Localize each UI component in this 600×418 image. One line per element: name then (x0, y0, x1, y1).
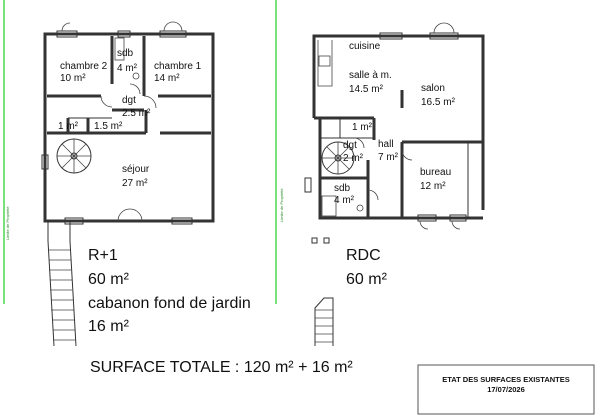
rdc-door-swing (433, 22, 445, 34)
rdc-door-swing (419, 220, 429, 230)
r1-window (117, 30, 131, 38)
r1-washbasin (132, 72, 140, 80)
boundary-label-left: Limite de Propriété (5, 206, 10, 240)
cartouche-title: ETAT DES SURFACES EXISTANTES (442, 375, 570, 384)
cartouche-date: 17/07/2026 (487, 385, 525, 394)
room-area-chambre-2: 10 m² (60, 73, 86, 84)
rdc-external-mark (311, 237, 318, 244)
r1-external-staircase (47, 221, 77, 347)
rdc-door-swing (451, 220, 461, 230)
room-label-sdb: sdb (117, 48, 134, 59)
r1-door-swing (172, 21, 183, 32)
rdc-sink (318, 55, 331, 67)
r1-door-swing (61, 22, 71, 32)
rdc-window (379, 32, 403, 40)
rdc-shower (321, 195, 337, 217)
r1-stair-step (73, 143, 87, 157)
rdc-outer-wall (312, 34, 485, 210)
room-label-salle-a-manger: salle à m. (349, 70, 392, 81)
rdc-stair-step (337, 146, 350, 159)
room-label-dgt-rdc: dgt (343, 140, 357, 151)
room-area-sdb: 4 m² (117, 63, 138, 74)
rdc-external-mark (323, 237, 330, 244)
r1-bathtub (114, 37, 125, 61)
room-label-cuisine: cuisine (349, 41, 381, 52)
r1-stair-step (61, 155, 75, 169)
room-label-sejour: séjour (122, 164, 150, 175)
r1-stair-step (73, 155, 87, 169)
room-area-placard: 1 m² (352, 122, 373, 133)
r1-door-swing (100, 95, 113, 108)
level-total-rdc: 60 m² (346, 271, 388, 288)
r1-window (41, 154, 49, 170)
r1-door-swing (163, 21, 174, 32)
rdc-outer-wall (314, 116, 400, 220)
room-area-bureau: 12 m² (420, 181, 446, 192)
cabanon-stair (314, 297, 334, 346)
r1-door-swing (129, 83, 141, 95)
room-label-dgt: dgt (122, 95, 136, 106)
cartouche-box (417, 364, 595, 415)
room-label-chambre-2: chambre 2 (60, 61, 108, 72)
rdc-window (429, 32, 459, 40)
surface-total: SURFACE TOTALE : 120 m² + 16 m² (90, 359, 353, 376)
r1-window (56, 30, 78, 38)
room-area-hall: 7 m² (378, 152, 399, 163)
level-label-r1: R+1 (88, 247, 118, 264)
room-area-dgt: 2.5 m² (122, 108, 151, 119)
r1-window (159, 30, 187, 38)
r1-outer-wall (43, 32, 215, 223)
rdc-door-swing (401, 149, 413, 161)
r1-door-swing (129, 208, 143, 222)
room-area-placard-1: 1 m² (58, 121, 79, 132)
plan-r1: chambre 2 10 m² sdb 4 m² chambre 1 14 m²… (41, 21, 215, 347)
rdc-door-swing (443, 22, 455, 34)
room-area-dgt-rdc: 2 m² (343, 153, 364, 164)
rdc-stair-step (337, 157, 350, 170)
cabanon-area: 16 m² (88, 318, 130, 335)
rdc-kitchen-counter (317, 40, 333, 87)
rdc-stair-step (326, 146, 339, 159)
r1-window (171, 217, 193, 225)
room-label-sdb-rdc: sdb (334, 183, 351, 194)
r1-door-swing (143, 95, 157, 109)
boundary-label-middle: Limite de Propriété (279, 188, 284, 222)
room-label-chambre-1: chambre 1 (154, 61, 202, 72)
r1-stair-step (61, 143, 75, 157)
rdc-door-swing (367, 189, 379, 201)
room-area-salon: 16.5 m² (421, 97, 456, 108)
room-label-hall: hall (378, 139, 394, 150)
level-total-r1: 60 m² (88, 271, 130, 288)
plan-rdc: cuisine salle à m. 14.5 m² salon 16.5 m²… (304, 22, 485, 346)
r1-door-swing (117, 208, 131, 222)
room-area-salle-a-manger: 14.5 m² (349, 84, 384, 95)
room-area-chambre-1: 14 m² (154, 73, 180, 84)
r1-window (64, 217, 84, 225)
rdc-washbasin (356, 204, 364, 212)
rdc-window (449, 214, 467, 222)
cabanon-label: cabanon fond de jardin (88, 295, 251, 312)
room-area-sdb-rdc: 4 m² (334, 195, 355, 206)
level-label-rdc: RDC (346, 247, 381, 264)
room-label-bureau: bureau (420, 167, 451, 178)
rdc-door-swing (353, 137, 365, 149)
room-area-placard-2: 1.5 m² (94, 121, 123, 132)
room-label-salon: salon (421, 83, 445, 94)
room-area-sejour: 27 m² (122, 178, 148, 189)
rdc-window (417, 214, 437, 222)
rdc-external-mark (304, 177, 312, 193)
rdc-stair-step (326, 157, 339, 170)
